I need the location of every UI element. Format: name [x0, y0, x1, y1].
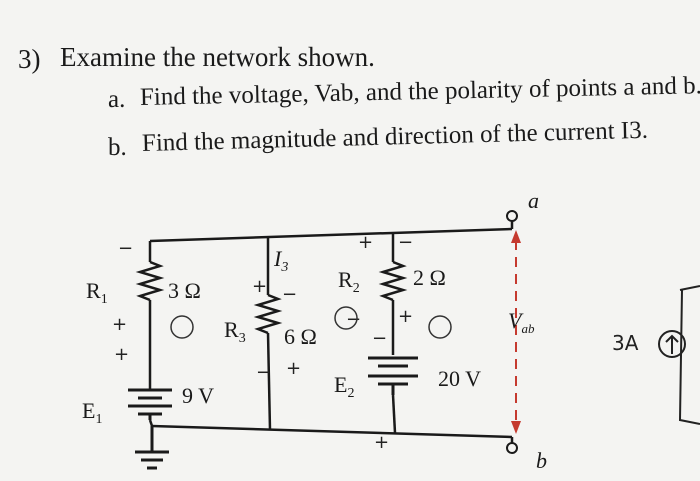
vab-label: Vab	[508, 308, 535, 336]
r2-resistor	[378, 260, 408, 302]
svg-text:−: −	[346, 309, 361, 330]
r3-value: 6 Ω	[284, 324, 317, 349]
r1-value: 3 Ω	[168, 278, 201, 303]
r1-label: R1	[86, 278, 108, 307]
svg-text:+: +	[358, 232, 373, 253]
e2-value: 20 V	[438, 366, 481, 391]
e1-value: 9 V	[182, 383, 214, 408]
question-number: 3)	[18, 44, 41, 74]
r3-label: R3	[224, 317, 246, 346]
svg-text:−: −	[372, 328, 387, 349]
svg-text:+: +	[252, 276, 267, 297]
part-a-label: a.	[108, 86, 126, 113]
svg-text:+: +	[398, 306, 413, 327]
e1-label: E1	[82, 398, 102, 427]
r3-resistor	[253, 293, 283, 335]
svg-text:+: +	[286, 358, 301, 379]
circuit-wires	[135, 220, 514, 444]
svg-text:+: +	[374, 432, 389, 453]
vab-arrow	[511, 230, 521, 434]
terminal-b	[506, 442, 518, 454]
svg-text:+: +	[112, 314, 127, 335]
i3-label: I3	[273, 246, 288, 275]
terminal-a	[506, 210, 518, 222]
e1-battery	[128, 388, 172, 420]
r2-label: R2	[338, 267, 360, 296]
answer-note: 3A	[612, 331, 639, 355]
handwritten-marks: + + − + − − + + − − + − +	[112, 232, 413, 453]
r2-value: 2 Ω	[413, 265, 446, 290]
ground-symbol	[135, 426, 169, 470]
r1-resistor	[135, 260, 165, 302]
loop-marks	[170, 306, 452, 339]
svg-text:+: +	[114, 344, 129, 365]
svg-text:−: −	[398, 232, 413, 253]
svg-text:−: −	[118, 238, 133, 259]
e2-battery	[368, 356, 418, 395]
svg-text:−: −	[282, 284, 297, 305]
answer-arrow	[658, 285, 700, 425]
node-a-label: a	[528, 188, 539, 213]
part-b-label: b.	[108, 134, 127, 161]
svg-text:−: −	[256, 362, 271, 383]
question-text: Examine the network shown.	[60, 42, 375, 72]
node-b-label: b	[536, 448, 547, 473]
e2-label: E2	[334, 372, 354, 401]
